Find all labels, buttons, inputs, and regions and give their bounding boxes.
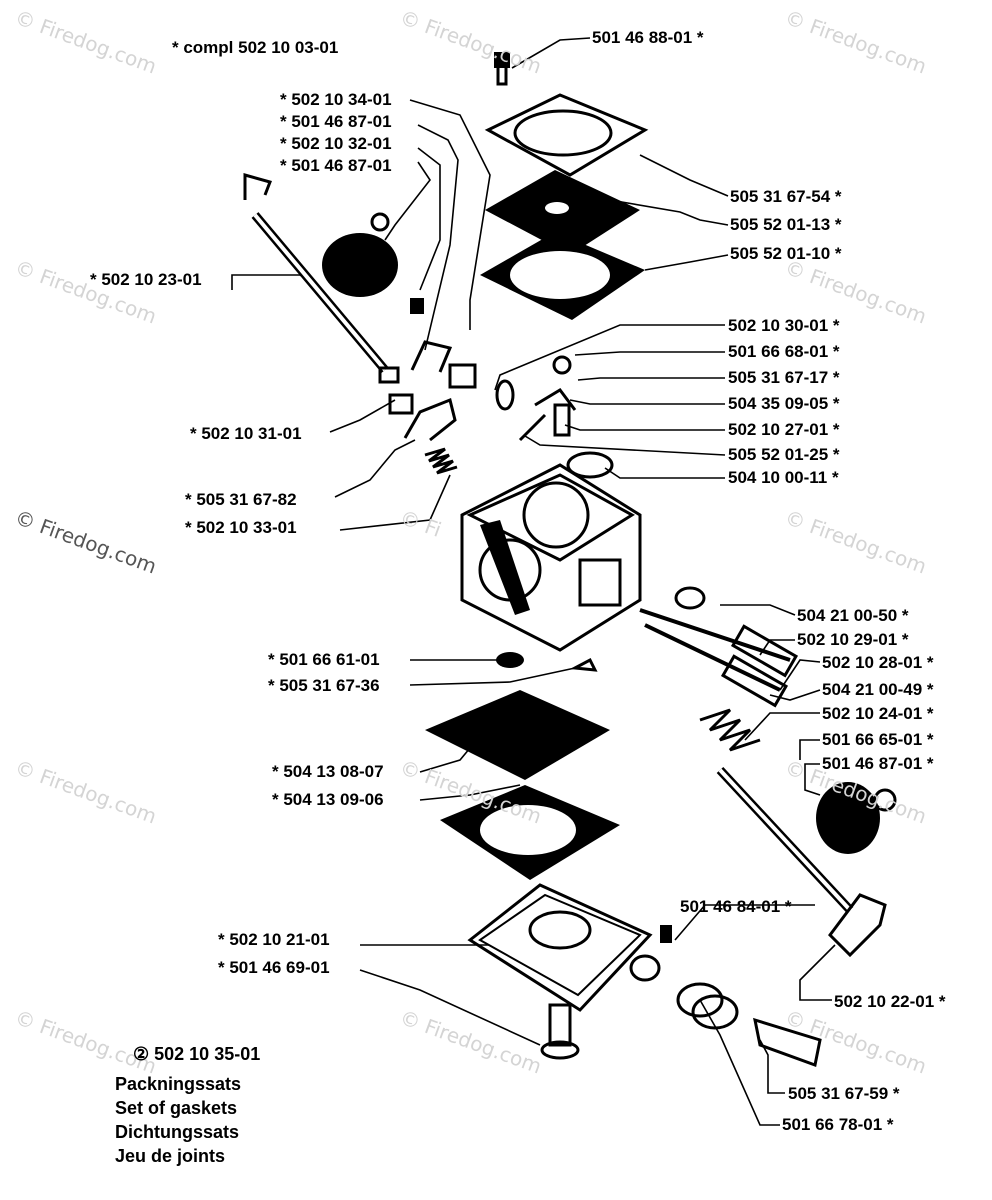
part-label: 501 66 65-01 *	[822, 730, 934, 749]
screw-part	[494, 52, 510, 86]
throttle-plate-part	[816, 782, 897, 854]
part-label: 502 10 22-01 *	[834, 992, 946, 1011]
kit-name-english: Set of gaskets	[115, 1098, 238, 1118]
part-label: 501 46 88-01 *	[592, 28, 704, 47]
part-label: 501 46 87-01 *	[822, 754, 934, 773]
pump-cover-part	[467, 883, 661, 1012]
part-label: * 502 10 23-01	[90, 270, 202, 289]
part-label: 502 10 24-01 *	[822, 704, 934, 723]
part-label: 502 10 28-01 *	[822, 653, 934, 672]
part-label: 501 46 84-01 *	[680, 897, 792, 916]
spring-part	[424, 447, 458, 475]
part-label: 502 10 29-01 *	[797, 630, 909, 649]
gasket-part	[480, 232, 645, 320]
assembly-number: * compl 502 10 03-01	[172, 38, 339, 57]
part-label: * 501 46 69-01	[218, 958, 330, 977]
part-label: * 502 10 21-01	[218, 930, 330, 949]
throttle-shaft-part	[699, 708, 887, 958]
adjust-screws-part	[639, 586, 799, 708]
gasket-kit-legend: ② 502 10 35-01 Packningssats Set of gask…	[115, 1042, 260, 1168]
part-label: 505 31 67-17 *	[728, 368, 840, 387]
part-label: * 505 31 67-36	[268, 676, 380, 695]
choke-plate-part	[322, 212, 398, 297]
part-label: 505 52 01-13 *	[730, 215, 842, 234]
part-label: 505 52 01-10 *	[730, 244, 842, 263]
kit-name-swedish: Packningssats	[115, 1074, 242, 1094]
needle-valve-parts	[495, 355, 614, 479]
part-label: * 502 10 33-01	[185, 518, 297, 537]
part-label: 504 35 09-05 *	[728, 394, 840, 413]
carburetor-body-part	[460, 463, 642, 652]
part-label: * 504 13 08-07	[272, 762, 384, 781]
bottom-screw-part	[540, 1003, 580, 1060]
small-parts	[496, 652, 598, 672]
part-label: 501 66 78-01 *	[782, 1115, 894, 1134]
cover-plate-part	[484, 93, 649, 177]
part-label: * 501 46 87-01	[280, 156, 392, 175]
choke-shaft-part	[243, 173, 400, 384]
part-label: * 501 66 61-01	[268, 650, 380, 669]
part-label: * 505 31 67-82	[185, 490, 297, 509]
part-label: * 501 46 87-01	[280, 112, 392, 131]
kit-number: ② 502 10 35-01	[133, 1044, 261, 1064]
part-label: 504 10 00-11 *	[728, 468, 839, 487]
pump-gasket-part	[425, 690, 620, 880]
kit-name-french: Jeu de joints	[115, 1146, 226, 1166]
part-label: 501 66 68-01 *	[728, 342, 840, 361]
part-label: 504 21 00-49 *	[822, 680, 934, 699]
part-label: * 502 10 34-01	[280, 90, 392, 109]
part-label: 505 31 67-54 *	[730, 187, 842, 206]
part-label: 505 52 01-25 *	[728, 445, 840, 464]
part-label: * 502 10 32-01	[280, 134, 392, 153]
part-label: 502 10 30-01 *	[728, 316, 840, 335]
lever-parts	[388, 298, 477, 442]
part-label: 504 21 00-50 *	[797, 606, 909, 625]
part-label: 502 10 27-01 *	[728, 420, 840, 439]
part-label: 505 31 67-59 *	[788, 1084, 900, 1103]
part-label: * 504 13 09-06	[272, 790, 384, 809]
kit-name-german: Dichtungssats	[115, 1122, 240, 1142]
part-label: * 502 10 31-01	[190, 424, 302, 443]
diaphragm-part	[485, 170, 640, 255]
idle-screw-part	[660, 925, 822, 1068]
